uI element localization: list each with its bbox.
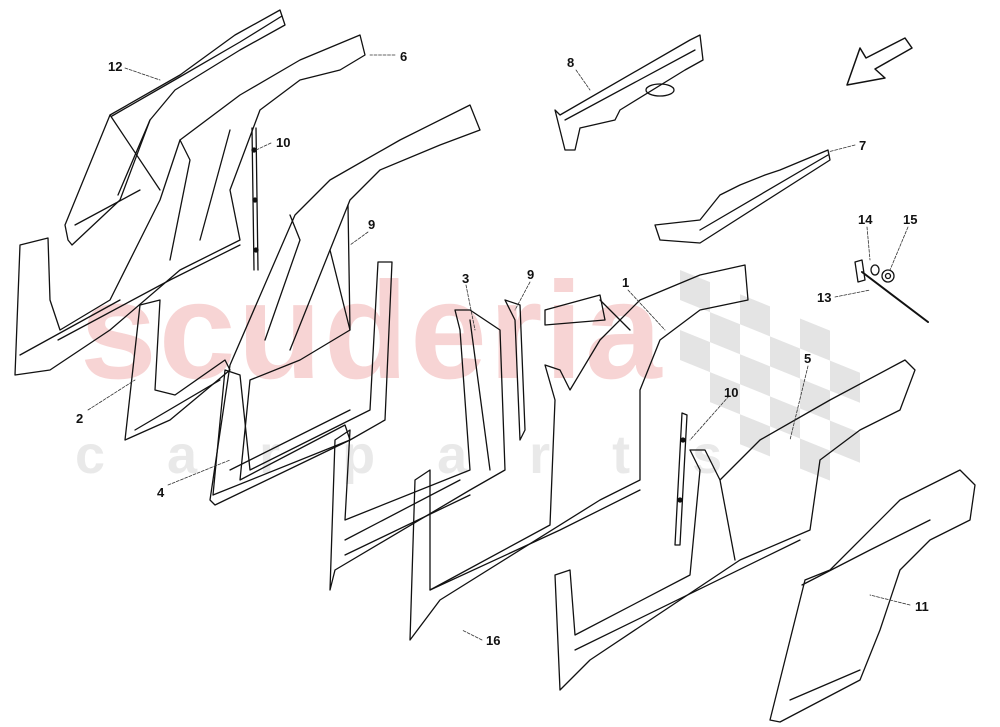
callout-part-10b[interactable]: 10 [724, 385, 739, 400]
part-2-a-pillar-lower [124, 299, 231, 441]
callout-part-9a[interactable]: 9 [368, 217, 376, 232]
callout-part-13[interactable]: 13 [817, 290, 832, 305]
part-1-outer-side [409, 264, 749, 641]
callout-part-6[interactable]: 6 [400, 49, 408, 64]
part-10-strip-right [674, 412, 688, 546]
part-6-side-frame [14, 34, 366, 376]
callout-part-3[interactable]: 3 [462, 271, 470, 286]
leader-lines [87, 54, 911, 641]
part-9-inner-frame-upper [209, 104, 481, 506]
part-11-rear-wing [769, 469, 976, 723]
part-8-upper-bracket [554, 34, 704, 151]
part-5-rear-quarter [554, 359, 916, 691]
watermark-scuderia: scuderia [80, 254, 664, 408]
callout-part-11[interactable]: 11 [915, 599, 929, 614]
callout-part-16[interactable]: 16 [486, 633, 501, 648]
callout-part-2[interactable]: 2 [76, 411, 84, 426]
callout-part-10a[interactable]: 10 [276, 135, 291, 150]
part-4-inner-side [212, 261, 393, 496]
callout-part-7[interactable]: 7 [859, 138, 867, 153]
callout-part-14[interactable]: 14 [858, 212, 873, 227]
callout-part-9b[interactable]: 9 [527, 267, 535, 282]
callout-part-15[interactable]: 15 [903, 212, 918, 227]
callout-part-1[interactable]: 1 [622, 275, 630, 290]
part-13-14-15-fasteners [854, 259, 929, 323]
direction-arrow-icon [846, 37, 913, 86]
part-9-strip-lower [504, 299, 526, 441]
part-10-strip-left [251, 127, 259, 271]
part-7-lower-bracket [654, 149, 831, 244]
callout-part-8[interactable]: 8 [567, 55, 575, 70]
part-3-inner-sill [329, 309, 506, 591]
callout-part-5[interactable]: 5 [804, 351, 812, 366]
part-12-roof-frame [64, 9, 286, 246]
callout-part-12[interactable]: 12 [108, 59, 123, 74]
callout-part-4[interactable]: 4 [157, 485, 165, 500]
watermark-car-parts: carparts [75, 425, 785, 485]
